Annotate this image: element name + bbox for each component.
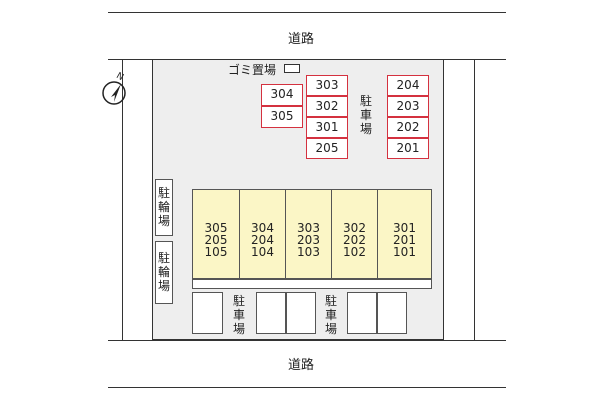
road-bottom-label: 道路 bbox=[288, 358, 315, 373]
unit-col-4: 302 202 102 bbox=[331, 190, 377, 278]
compass bbox=[100, 78, 128, 106]
road-bottom-line-2 bbox=[108, 387, 506, 388]
road-bottom-line-1 bbox=[108, 340, 506, 341]
right-boundary bbox=[474, 59, 475, 340]
lower-stall-3 bbox=[286, 292, 316, 334]
parking-label-upper: 駐 車 場 bbox=[359, 94, 372, 136]
left-boundary bbox=[122, 59, 123, 340]
bicycle-parking-1: 駐 輪 場 bbox=[155, 179, 173, 236]
lower-stall-5 bbox=[377, 292, 407, 334]
compass-icon bbox=[102, 81, 126, 105]
lower-stall-2 bbox=[256, 292, 286, 334]
parking-label-lower-1: 駐 車 場 bbox=[232, 294, 245, 336]
unit-col-3: 303 203 103 bbox=[285, 190, 331, 278]
stall-305: 305 bbox=[261, 106, 303, 128]
bicycle-parking-2: 駐 輪 場 bbox=[155, 241, 173, 304]
lower-stall-4 bbox=[347, 292, 377, 334]
unit-col-1: 305 205 105 bbox=[204, 221, 228, 259]
stall-205: 205 bbox=[306, 138, 348, 159]
stall-201: 201 bbox=[387, 138, 429, 159]
stall-204: 204 bbox=[387, 75, 429, 96]
stall-302: 302 bbox=[306, 96, 348, 117]
unit-col-2: 304 204 104 bbox=[239, 190, 285, 278]
walkway-strip bbox=[192, 279, 432, 289]
garbage-box bbox=[284, 64, 300, 73]
unit-col-5: 301 201 101 bbox=[377, 190, 431, 278]
garbage-label: ゴミ置場 bbox=[228, 63, 277, 77]
stall-301: 301 bbox=[306, 117, 348, 138]
road-top-label: 道路 bbox=[288, 32, 315, 47]
stall-303: 303 bbox=[306, 75, 348, 96]
lower-stall-1 bbox=[192, 292, 223, 334]
stall-304: 304 bbox=[261, 84, 303, 106]
parking-label-lower-2: 駐 車 場 bbox=[324, 294, 337, 336]
stall-202: 202 bbox=[387, 117, 429, 138]
stall-203: 203 bbox=[387, 96, 429, 117]
building: 305 205 105 304 204 104 303 203 103 302 … bbox=[192, 189, 432, 279]
road-top-line-1 bbox=[108, 12, 506, 13]
